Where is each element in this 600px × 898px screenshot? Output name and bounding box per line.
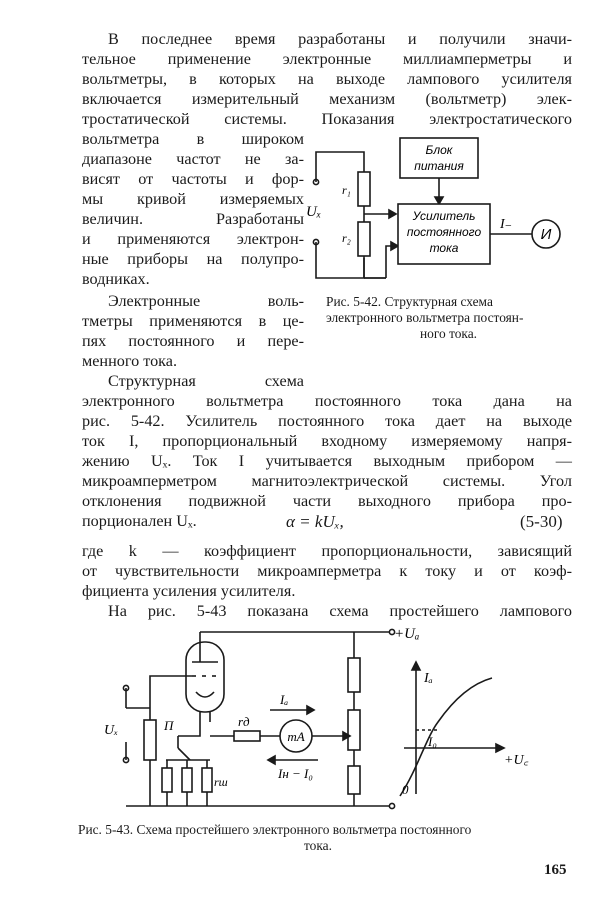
label-ux: Uₓ — [306, 204, 321, 220]
text-line: включается измерительный механизм (вольт… — [82, 90, 572, 108]
page-number: 165 — [544, 862, 567, 878]
text-line: вольтметра в широком — [82, 130, 304, 148]
label-ux: Uₓ — [104, 723, 118, 738]
text-line: и применяются электрон- — [82, 230, 304, 248]
text-line: висят от частоты и фор- — [82, 170, 304, 188]
text-line: пях постоянного и пере- — [82, 332, 304, 350]
text-line: диапазоне частот не за- — [82, 150, 304, 168]
text-line: На рис. 5-43 показана схема простейшего … — [108, 602, 572, 620]
text-line: жению Uₓ. Ток I учитывается выходным при… — [82, 452, 572, 470]
amplifier-block-label: тока — [430, 241, 459, 255]
label-output-current: I₋ — [499, 217, 512, 232]
power-block-label: Блок — [426, 143, 454, 157]
graph-label-uc: +U꜀ — [504, 753, 529, 768]
text-line: рис. 5-42. Усилитель постоянного тока да… — [82, 412, 572, 430]
figure-5-43-caption: тока. — [304, 838, 332, 853]
equation: α = kUₓ, — [286, 512, 344, 531]
meter-label: mA — [287, 729, 304, 744]
label-switch: П — [163, 718, 175, 733]
text-line: менного тока. — [82, 352, 178, 370]
figure-5-42-caption: электронного вольтметра постоян- — [326, 310, 524, 325]
label-r2: r₂ — [342, 231, 351, 245]
text-line: микроамперметром магнитоэлектрической си… — [82, 472, 572, 490]
amplifier-block-label: постоянного — [407, 225, 482, 239]
text-line: В последнее время разработаны и получили… — [108, 30, 572, 48]
figure-5-42-diagram: Блок питания Усилитель постоянного тока … — [306, 137, 561, 279]
graph-label-ia: Iₐ — [423, 671, 433, 686]
text-line: отклонения подвижной части выходного при… — [82, 492, 572, 510]
text-line: порционален Uₓ. — [82, 512, 197, 530]
text-line: ток I, пропорциональный входному измеряе… — [82, 432, 572, 450]
text-line: тельное применение электронные миллиампе… — [82, 50, 572, 68]
text-line: вольтметры, в которых на выходе ламповог… — [82, 70, 572, 88]
label-rd: rд — [238, 714, 250, 729]
label-rsh: rш — [214, 775, 228, 789]
text-line: где k — коэффициент пропорциональности, … — [82, 542, 572, 560]
power-block-label: питания — [414, 159, 464, 173]
amplifier-block-label: Усилитель — [412, 209, 476, 223]
figure-5-43-diagram: +Uₐ Uₓ П rд mA Iₐ Iн − I₀ rш Iₐ I₀ +U꜀ 0 — [104, 626, 529, 810]
text-line: фициента усиления усилителя. — [82, 582, 296, 600]
graph-label-origin: 0 — [402, 782, 409, 797]
label-r1: r₁ — [342, 183, 351, 197]
text-line: Структурная схема — [108, 372, 304, 390]
text-line: электронного вольтметра постоянного тока… — [82, 392, 572, 410]
figure-5-43-caption: Рис. 5-43. Схема простейшего электронног… — [78, 822, 472, 837]
text-line: от чувствительности микроамперметра к то… — [82, 562, 572, 580]
text-line: Электронные воль- — [108, 292, 304, 310]
label-ia: Iₐ — [279, 692, 288, 707]
meter-label: И — [541, 226, 552, 243]
label-supply: +Uₐ — [394, 626, 419, 642]
text-line: мы кривой измеряемых — [82, 190, 304, 208]
label-ik-io: Iн − I₀ — [277, 766, 313, 781]
text-line: тростатической системы. Показания электр… — [82, 110, 572, 128]
figure-5-42-caption: Рис. 5-42. Структурная схема — [326, 294, 493, 309]
text-line: водниках. — [82, 270, 150, 288]
equation-number: (5-30) — [520, 512, 563, 531]
text-line: ные приборы на полупро- — [82, 250, 304, 268]
text-line: тметры применяются в це- — [82, 312, 304, 330]
figure-5-42-caption: ного тока. — [420, 326, 478, 341]
graph-label-i0: I₀ — [427, 734, 437, 749]
text-line: величин. Разработаны — [82, 210, 304, 228]
